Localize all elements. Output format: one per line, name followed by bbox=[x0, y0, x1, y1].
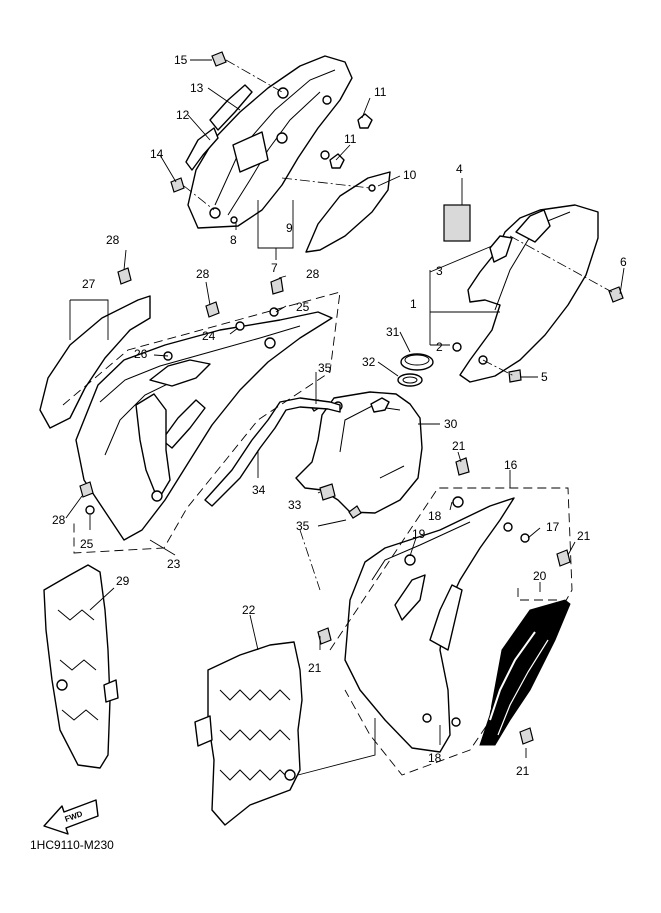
callout-31: 31 bbox=[386, 325, 400, 339]
callout-25-lower: 25 bbox=[80, 537, 94, 551]
callout-28-left: 28 bbox=[52, 513, 66, 527]
callout-29: 29 bbox=[116, 574, 130, 588]
callout-13: 13 bbox=[190, 81, 204, 95]
callout-35-lower: 35 bbox=[296, 519, 310, 533]
callout-25-upper: 25 bbox=[296, 300, 310, 314]
callout-12: 12 bbox=[176, 108, 190, 122]
breather-hose bbox=[204, 397, 341, 591]
callout-17: 17 bbox=[546, 520, 560, 534]
callout-28-right: 28 bbox=[306, 267, 320, 281]
diagram-reference-code: 1HC9110-M230 bbox=[30, 838, 114, 852]
left-radiator-cover-assembly bbox=[39, 267, 341, 554]
radiator-louver-small bbox=[43, 564, 119, 769]
right-side-cover-assembly bbox=[443, 204, 624, 383]
graphic-decal bbox=[479, 588, 571, 746]
callout-24: 24 bbox=[202, 329, 216, 343]
callout-7: 7 bbox=[271, 261, 278, 275]
callout-33: 33 bbox=[288, 498, 302, 512]
callout-10: 10 bbox=[403, 168, 417, 182]
callout-21-top: 21 bbox=[452, 439, 466, 453]
callout-21-left: 21 bbox=[308, 661, 322, 675]
callout-6: 6 bbox=[620, 255, 627, 269]
fuel-tank-assembly bbox=[295, 353, 434, 519]
callout-21-bottom: 21 bbox=[516, 764, 530, 778]
callout-18-upper: 18 bbox=[428, 509, 442, 523]
callout-1: 1 bbox=[410, 297, 417, 311]
callout-labels: 15 13 12 14 11 11 10 8 9 7 4 3 1 2 5 6 3… bbox=[52, 53, 627, 778]
callout-19: 19 bbox=[412, 527, 426, 541]
airbox-plate-assembly bbox=[170, 51, 391, 253]
callout-leaders bbox=[65, 59, 625, 758]
callout-26: 26 bbox=[134, 347, 148, 361]
callout-35-upper: 35 bbox=[318, 361, 332, 375]
callout-34: 34 bbox=[252, 483, 266, 497]
callout-8: 8 bbox=[230, 233, 237, 247]
callout-23: 23 bbox=[167, 557, 181, 571]
callout-27: 27 bbox=[82, 277, 96, 291]
callout-11-lower: 11 bbox=[344, 132, 357, 146]
callout-4: 4 bbox=[456, 162, 463, 176]
forward-arrow-icon: FWD bbox=[43, 799, 99, 835]
callout-18-lower: 18 bbox=[428, 751, 442, 765]
callout-30: 30 bbox=[444, 417, 458, 431]
callout-32: 32 bbox=[362, 355, 376, 369]
callout-16: 16 bbox=[504, 458, 518, 472]
callout-14: 14 bbox=[150, 147, 164, 161]
radiator-louver-large bbox=[194, 641, 376, 826]
callout-2: 2 bbox=[436, 340, 443, 354]
callout-20: 20 bbox=[533, 569, 547, 583]
callout-9: 9 bbox=[286, 221, 293, 235]
callout-5: 5 bbox=[541, 370, 548, 384]
callout-3: 3 bbox=[436, 264, 443, 278]
callout-28-mid: 28 bbox=[196, 267, 210, 281]
callout-21-right: 21 bbox=[577, 529, 591, 543]
callout-28-top: 28 bbox=[106, 233, 120, 247]
callout-15: 15 bbox=[174, 53, 188, 67]
callout-22: 22 bbox=[242, 603, 256, 617]
callout-11-upper: 11 bbox=[374, 85, 387, 99]
